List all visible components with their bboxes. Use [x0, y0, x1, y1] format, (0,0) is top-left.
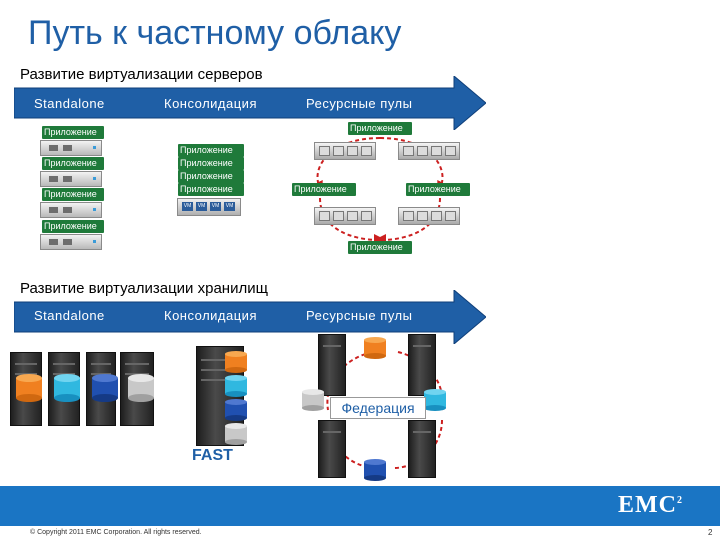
app-box: Приложение — [42, 126, 104, 139]
federation-label: Федерация — [330, 397, 426, 419]
federation-disks — [302, 337, 446, 481]
app-box: Приложение — [178, 183, 244, 196]
disk-icon — [54, 374, 80, 402]
disk-icon — [225, 351, 247, 373]
disk-icon — [225, 375, 247, 397]
disk-icon — [364, 337, 386, 359]
server-pool-icon — [314, 207, 376, 225]
server-icon — [40, 234, 102, 250]
storage-array-icon — [408, 334, 436, 396]
vm-icon: VM — [210, 202, 221, 211]
server-icon — [40, 171, 102, 187]
storage-array-icon — [318, 334, 346, 396]
server-icon — [40, 202, 102, 218]
vm-icon: VM — [196, 202, 207, 211]
app-box: Приложение — [178, 170, 244, 183]
disk-icon — [225, 399, 247, 421]
app-box: Приложение — [292, 183, 356, 196]
server-stage-pools: Ресурсные пулы — [306, 96, 413, 111]
storage-array-icon — [408, 420, 436, 478]
logo-text: EMC — [618, 492, 677, 518]
app-box: Приложение — [42, 220, 104, 233]
disk-icon — [364, 459, 386, 481]
server-stage-consolidation: Консолидация — [164, 96, 257, 111]
emc-logo: EMC2 — [618, 492, 683, 519]
page-number: 2 — [708, 528, 713, 537]
page-title: Путь к частному облаку — [28, 14, 402, 52]
disk-icon — [16, 374, 42, 402]
copyright-text: © Copyright 2011 EMC Corporation. All ri… — [30, 529, 202, 536]
server-stage-standalone: Standalone — [34, 96, 105, 111]
app-box: Приложение — [178, 157, 244, 170]
disk-icon — [424, 389, 446, 411]
server-icon — [40, 140, 102, 156]
logo-sup: 2 — [677, 495, 683, 506]
app-box: Приложение — [348, 241, 412, 254]
server-pool-icon — [398, 142, 460, 160]
storage-stage-standalone: Standalone — [34, 308, 105, 323]
app-box: Приложение — [178, 144, 244, 157]
server-evolution-arrow — [14, 76, 486, 130]
storage-stage-consolidation: Консолидация — [164, 308, 257, 323]
server-pool-icon — [398, 207, 460, 225]
app-box: Приложение — [348, 122, 412, 135]
storage-array-icon — [318, 420, 346, 478]
standalone-disks — [16, 374, 154, 402]
server-pool-icon — [314, 142, 376, 160]
disk-icon — [225, 423, 247, 445]
server-section-heading: Развитие виртуализации серверов — [20, 66, 263, 83]
vm-host-icon: VM VM VM VM — [177, 198, 241, 216]
disk-icon — [92, 374, 118, 402]
storage-evolution-arrow — [14, 290, 486, 344]
disk-icon — [128, 374, 154, 402]
app-box: Приложение — [42, 188, 104, 201]
app-box: Приложение — [42, 157, 104, 170]
storage-section-heading: Развитие виртуализации хранилищ — [20, 280, 268, 297]
tiered-disks — [225, 351, 247, 445]
vm-icon: VM — [182, 202, 193, 211]
storage-stage-pools: Ресурсные пулы — [306, 308, 413, 323]
disk-icon — [302, 389, 324, 411]
footer-strip — [0, 526, 720, 540]
app-box: Приложение — [406, 183, 470, 196]
vm-icon: VM — [224, 202, 235, 211]
fast-label: FAST — [192, 447, 233, 464]
